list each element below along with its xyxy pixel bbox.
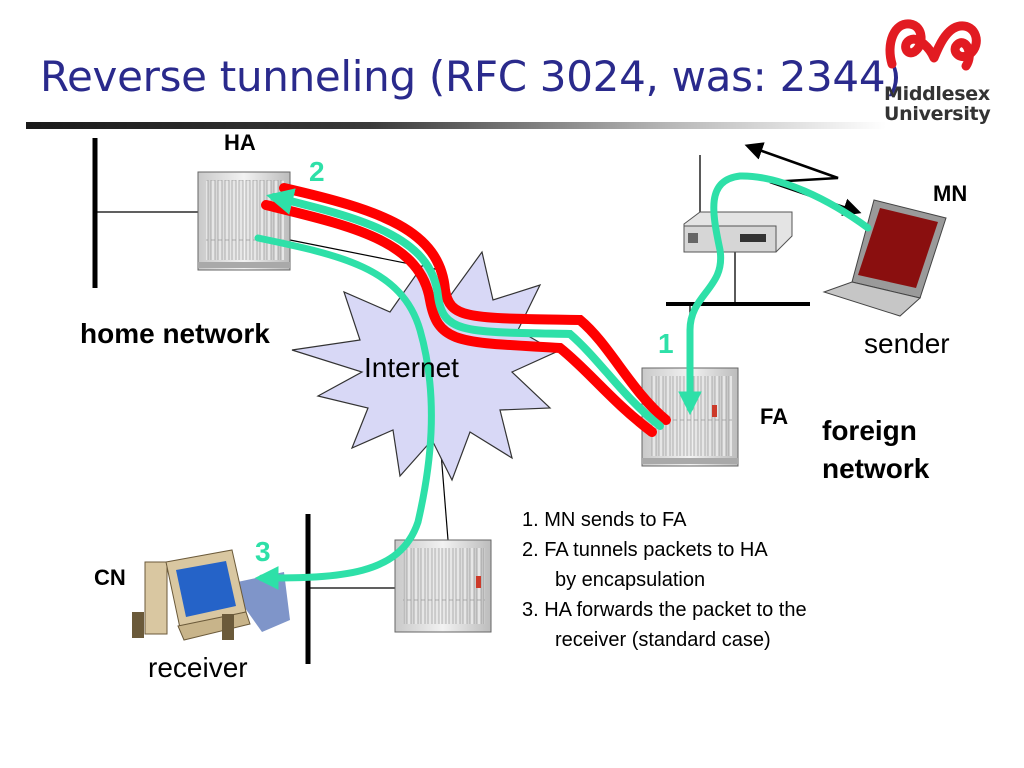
access-point-icon [683, 211, 793, 253]
step-3-text: 3. HA forwards the packet to the [522, 599, 807, 621]
ha-to-cn-path [254, 234, 435, 590]
step-2-continuation: by encapsulation [555, 569, 706, 591]
cn-router-icon [394, 539, 492, 633]
fa-label: FA [760, 404, 789, 429]
title-divider [26, 122, 886, 129]
foreign-network-line-1: foreign [822, 415, 917, 446]
home-network-segment [92, 138, 200, 288]
university-logo-icon [884, 14, 984, 82]
internet-cloud-icon [291, 250, 558, 482]
logo-line-1: Middlesex [884, 83, 990, 105]
mn-laptop-icon [822, 199, 947, 317]
step-marker-3: 3 [255, 536, 271, 567]
mn-to-fa-path [678, 172, 872, 416]
tunnel-path [261, 183, 671, 437]
cn-network-segment [305, 514, 395, 664]
mn-label: MN [933, 181, 968, 206]
step-2-text: 2. FA tunnels packets to HA [522, 539, 768, 561]
logo-line-2: University [884, 103, 991, 125]
step-marker-2: 2 [309, 156, 325, 187]
foreign-network-label: foreign network [822, 412, 929, 488]
ha-label: HA [224, 130, 256, 155]
logo-wordmark: Middlesex University [884, 83, 991, 125]
ha-router-icon [197, 171, 291, 271]
internet-label: Internet [364, 352, 459, 383]
foreign-network-line-2: network [822, 453, 930, 484]
step-3-continuation: receiver (standard case) [555, 629, 771, 651]
step-1-text: 1. MN sends to FA [522, 509, 687, 531]
receiver-label: receiver [148, 652, 248, 683]
sender-label: sender [864, 328, 950, 359]
cn-label: CN [94, 565, 126, 590]
home-network-label: home network [80, 318, 270, 349]
tunnel-inner-path [266, 188, 664, 430]
steps-list: 1. MN sends to FA 2. FA tunnels packets … [522, 505, 807, 655]
page-title: Reverse tunneling (RFC 3024, was: 2344) [40, 52, 902, 101]
step-marker-1: 1 [658, 328, 674, 359]
